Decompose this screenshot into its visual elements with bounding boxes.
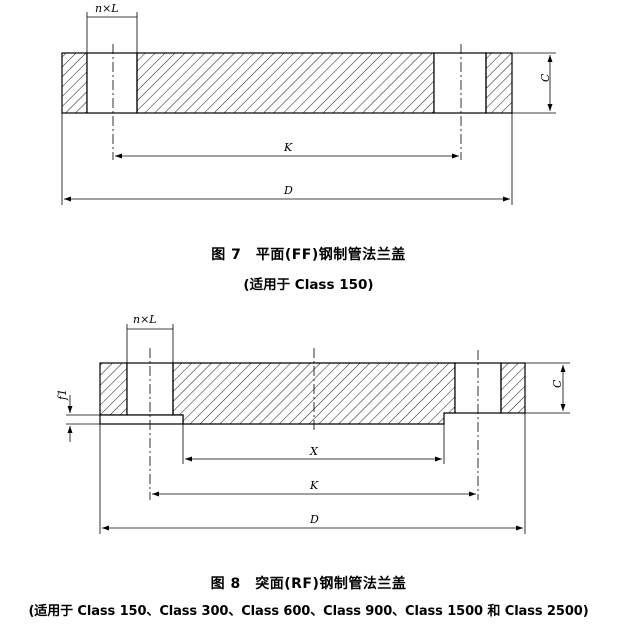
figure8-caption: 图 8 突面(RF)钢制管法兰盖 [210,576,407,592]
figure8-raised-face-dimension [66,395,100,442]
figure7-outside-diameter-label: D [283,184,293,197]
figure8-centerlines [149,348,479,500]
figure8-outside-diameter-label: D [309,513,319,526]
figure7-subcaption: (适用于 Class 150) [243,277,374,293]
figure7-thickness-dimension [512,52,556,114]
figure8-bolt-dimension [126,324,174,363]
figure8-bolt-circle-label: K [309,479,319,492]
figure8-bolt-label: n×L [133,313,157,326]
figure8-subcaption: (适用于 Class 150、Class 300、Class 600、Class… [28,604,589,619]
figure8-raised-face-label: f1 [56,389,69,401]
figure7-bolt-circle-label: K [283,141,293,154]
figure8-outside-diameter-dimension [99,413,526,534]
figure8-flange-body [99,362,526,425]
figure7-outside-diameter-dimension [61,113,513,205]
figure8-thickness-dimension [525,362,570,414]
figure8-raised-face-diameter-dimension [182,424,445,464]
figure7-bolt-label: n×L [95,2,119,15]
figure8-raised-face-diameter-label: X [309,445,319,458]
figure7-caption: 图 7 平面(FF)钢制管法兰盖 [211,247,406,263]
figure7-flange-body [61,52,513,114]
figure7-centerlines [112,44,462,160]
figure7-drawing: n×L C K D [61,2,556,205]
figure7-bolt-dimension [86,12,138,53]
figure8-thickness-label: C [551,379,564,388]
figure8-drawing: n×L C f1 X K [56,313,570,534]
figure7-thickness-label: C [539,73,552,82]
